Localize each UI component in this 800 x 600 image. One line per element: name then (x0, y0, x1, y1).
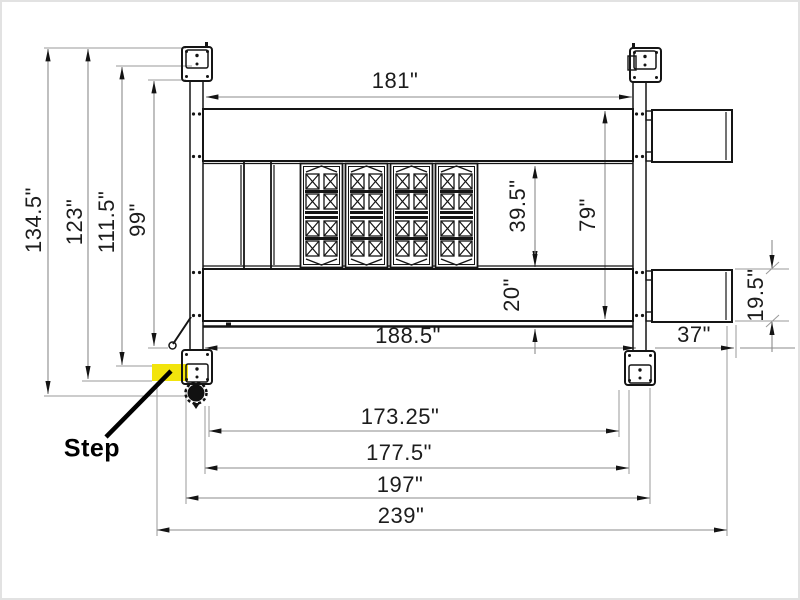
dim-label-173-25: 173.25" (360, 404, 440, 429)
tread-panel-3 (389, 162, 434, 269)
jack-tray (243, 160, 272, 270)
bolt-dots (191, 112, 645, 318)
dim-label-79: 79" (575, 198, 600, 232)
dim-label-39-5: 39.5" (505, 179, 530, 233)
dim-label-20: 20" (499, 278, 524, 312)
dim-label-134-5: 134.5" (21, 187, 46, 253)
dim-label-239: 239" (377, 503, 425, 528)
dim-label-197: 197" (376, 472, 424, 497)
dim-label-19-5: 19.5" (743, 268, 768, 322)
step-leader-line (104, 369, 173, 439)
post-bottom-right (624, 350, 656, 386)
post-top-left (181, 42, 213, 82)
step-label: Step (63, 434, 121, 463)
tread-panel-4 (434, 162, 479, 269)
post-bottom-left (181, 349, 213, 385)
dim-label-99: 99" (125, 203, 150, 237)
extension-lines (44, 47, 789, 536)
ramp-top-right (645, 109, 733, 163)
post-top-right (627, 43, 662, 83)
dim-label-123: 123" (62, 198, 87, 246)
dim-label-188-5: 188.5" (375, 323, 441, 348)
left-crossbeam (189, 80, 204, 351)
ramp-bottom-right (645, 269, 733, 323)
tread-panel-1 (299, 162, 344, 269)
runway-top (202, 108, 634, 162)
lift-structure (168, 42, 733, 409)
dim-label-177-5: 177.5" (366, 440, 432, 465)
tread-panel-2 (344, 162, 389, 269)
dimension-lines (45, 48, 795, 533)
caster-wheel (184, 381, 208, 409)
right-crossbeam (632, 81, 647, 352)
runway-bottom (202, 268, 634, 322)
dim-label-37: 37" (677, 322, 711, 347)
dim-label-181: 181" (371, 68, 419, 93)
release-lever (168, 316, 192, 350)
dim-label-111-5: 111.5" (94, 190, 119, 254)
